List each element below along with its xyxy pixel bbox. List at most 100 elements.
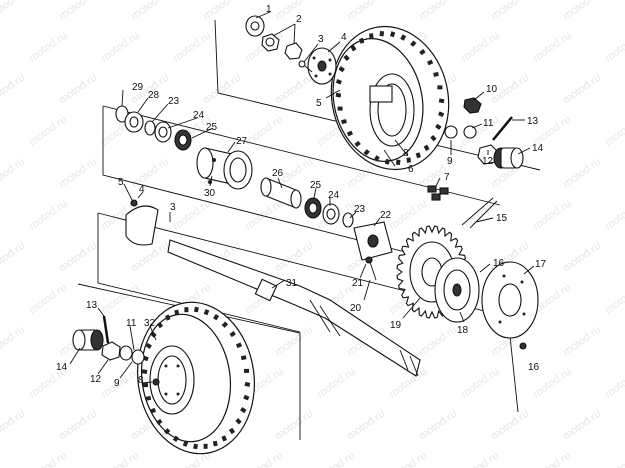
tire-knob <box>350 45 357 52</box>
spacer-26 <box>260 177 302 209</box>
callout-12: 12 <box>482 156 494 167</box>
tire-knob <box>406 157 411 163</box>
watermark-text: motod.ru <box>561 240 603 275</box>
lower-nut-12 <box>101 341 121 361</box>
watermark-text: motod.ru <box>531 198 573 233</box>
watermark-text: motod.ru <box>57 240 99 275</box>
watermark-text: motod.ru <box>57 0 99 22</box>
callout-23b: 23 <box>354 204 366 215</box>
watermark-text: motod.ru <box>345 408 387 443</box>
watermark-text: motod.ru <box>171 198 213 233</box>
axle-31 <box>125 199 421 377</box>
callout-11: 11 <box>483 118 494 129</box>
bearing-carrier-assembly <box>115 105 354 228</box>
lower-rim <box>149 345 195 415</box>
callout-9: 9 <box>447 156 453 167</box>
watermark-text: motod.ru <box>459 30 501 65</box>
tire-knob <box>203 443 208 449</box>
watermark-text: motod.ru <box>243 198 285 233</box>
watermark-text: motod.ru <box>603 30 625 65</box>
callout-23: 23 <box>168 96 180 107</box>
tire-knob <box>337 106 343 111</box>
watermark-text: motod.ru <box>171 30 213 65</box>
watermark-text: motod.ru <box>243 450 285 468</box>
tire-knob <box>184 307 189 313</box>
callout-25: 25 <box>206 122 218 133</box>
callout-9b: 9 <box>114 378 120 389</box>
watermark-text: motod.ru <box>561 408 603 443</box>
watermark-text: motod.ru <box>417 324 459 359</box>
watermark-text: motod.ru <box>387 198 429 233</box>
tire-knob <box>221 321 229 328</box>
watermark-text: motod.ru <box>0 72 27 107</box>
tire-knob <box>433 71 439 77</box>
callout-8b: 8 <box>138 375 144 386</box>
tire-knob <box>193 443 199 450</box>
callout-15: 15 <box>496 213 508 224</box>
lower-spacer-9-11 <box>119 345 145 365</box>
tire-knob <box>335 78 342 85</box>
callout-13: 13 <box>527 116 539 127</box>
tire-knob <box>143 383 148 388</box>
watermark-text: motod.ru <box>99 30 141 65</box>
watermark-text: motod.ru <box>315 366 357 401</box>
leader-lines <box>69 11 535 384</box>
watermark-text: motod.ru <box>99 282 141 317</box>
tire-knob <box>172 435 179 442</box>
upper-bolts-7 <box>427 185 449 201</box>
tire-knob <box>156 418 163 425</box>
upper-wheel-assembly <box>245 15 524 201</box>
lower-cap-14 <box>72 329 104 351</box>
bearing-24 <box>154 121 172 143</box>
callout-12b: 12 <box>90 374 102 385</box>
tire-knob <box>156 321 164 329</box>
callout-11b: 11 <box>126 318 137 329</box>
watermark-text: motod.ru <box>27 30 69 65</box>
watermark-text: motod.ru <box>561 0 603 22</box>
tire-knob <box>244 381 251 387</box>
watermark-text: motod.ru <box>603 450 625 468</box>
watermark-text: motod.ru <box>27 282 69 317</box>
watermark-text: motod.ru <box>459 450 501 468</box>
callout-21: 21 <box>352 278 364 289</box>
callout-10: 10 <box>486 84 498 95</box>
tire-knob <box>240 355 247 361</box>
bolt-16 <box>519 342 527 350</box>
callout-24: 24 <box>193 110 205 121</box>
callout-8: 8 <box>403 148 409 159</box>
lower-wheel-nut-8 <box>152 378 160 386</box>
upper-washer-1 <box>245 15 265 37</box>
tire-knob <box>423 144 430 151</box>
callout-17: 17 <box>535 259 547 270</box>
lower-bolt-13 <box>102 315 110 344</box>
watermark-text: motod.ru <box>603 198 625 233</box>
tire-knob <box>363 149 370 156</box>
tire-knob <box>410 40 417 47</box>
callout-5: 5 <box>316 98 322 109</box>
callout-20: 20 <box>350 303 362 314</box>
watermark-text: motod.ru <box>201 72 243 107</box>
watermark-text: motod.ru <box>27 450 69 468</box>
tire-knob <box>235 342 243 349</box>
watermark-text: motod.ru <box>561 156 603 191</box>
bearing-24b <box>322 203 340 225</box>
tire-knob <box>229 331 236 338</box>
tire-knob <box>338 66 345 73</box>
carrier-27 <box>196 147 253 190</box>
callout-16b: 16 <box>528 362 540 373</box>
upper-cap-14 <box>493 147 524 169</box>
callout-7: 7 <box>444 172 450 183</box>
callout-14: 14 <box>532 143 544 154</box>
tire-knob <box>346 130 353 137</box>
tire-knob <box>438 98 445 104</box>
callout-14b: 14 <box>56 362 68 373</box>
tire-knob <box>335 92 342 98</box>
lower-wheel-assembly <box>72 301 256 455</box>
tire-knob <box>379 31 385 37</box>
callout-26: 26 <box>272 168 284 179</box>
tire-knob <box>145 342 152 349</box>
watermark-text: motod.ru <box>243 114 285 149</box>
watermark-text: motod.ru <box>273 240 315 275</box>
